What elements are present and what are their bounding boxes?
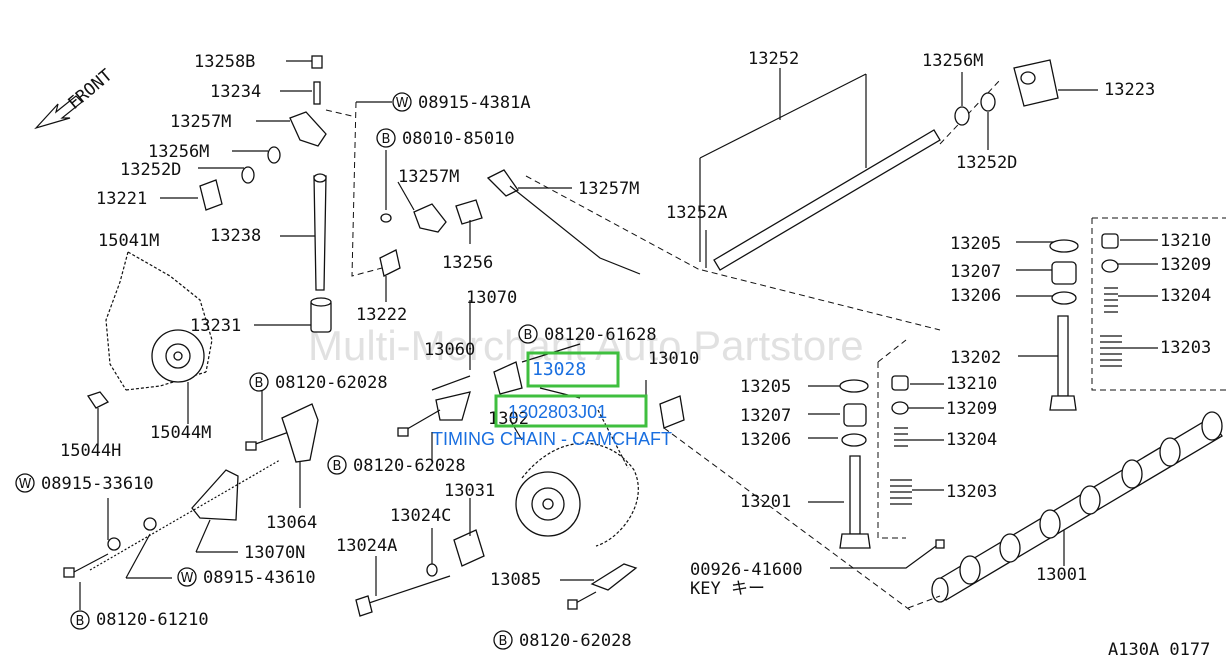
label-13064: 13064: [266, 513, 317, 533]
label-13252: 13252: [748, 49, 799, 69]
svg-text:B: B: [382, 132, 391, 147]
valve-group-upper: [1016, 217, 1226, 411]
highlight-full-number[interactable]: 1302803J01: [508, 402, 607, 422]
label-b08120-62028-a: 08120-62028: [275, 373, 388, 393]
label-13223: 13223: [1104, 80, 1155, 100]
label-13206-l: 13206: [740, 430, 791, 450]
crank-sprocket-chain: [86, 251, 213, 446]
label-13205-l: 13205: [740, 377, 791, 397]
label-13001: 13001: [1036, 565, 1087, 585]
label-13203-l: 13203: [946, 482, 997, 502]
key-part-number: 00926-41600: [690, 560, 803, 580]
svg-text:W: W: [396, 96, 409, 111]
b-mark-4: [493, 630, 513, 650]
label-13024: 1302: [488, 409, 529, 429]
label-13202: 13202: [950, 348, 1001, 368]
label-13209-l: 13209: [946, 399, 997, 419]
watermark: Multi-Merchant Auto Partstore: [308, 322, 864, 369]
label-13205-r: 13205: [950, 234, 1001, 254]
label-w08915-33610: 08915-33610: [41, 474, 154, 494]
label-15044M: 15044M: [150, 423, 211, 443]
timing-chain-group: [355, 300, 911, 617]
label-13204-l: 13204: [946, 430, 997, 450]
b-mark-2: [518, 324, 538, 344]
label-13204-r: 13204: [1160, 286, 1211, 306]
label-13238: 13238: [210, 226, 261, 246]
label-13024C: 13024C: [390, 506, 451, 526]
rocker-shaft: [699, 68, 1001, 331]
svg-text:B: B: [255, 376, 264, 391]
label-b08120-61628: 08120-61628: [544, 325, 657, 345]
svg-text:B: B: [333, 459, 342, 474]
label-13252D-a: 13252D: [120, 160, 181, 180]
label-b08120-61210: 08120-61210: [96, 610, 209, 630]
label-13070N: 13070N: [244, 543, 305, 563]
label-13256: 13256: [442, 253, 493, 273]
front-label: FRONT: [64, 66, 116, 114]
label-13257M-b: 13257M: [398, 167, 459, 187]
label-13256M-a: 13256M: [148, 142, 209, 162]
svg-text:B: B: [76, 614, 85, 629]
label-13252A: 13252A: [666, 203, 727, 223]
label-w08915-4381A: 08915-4381A: [418, 93, 531, 113]
w-mark-2: [15, 473, 35, 493]
w-mark-3: [177, 567, 197, 587]
label-13203-r: 13203: [1160, 338, 1211, 358]
highlight-box-part[interactable]: [526, 351, 620, 388]
label-13207-r: 13207: [950, 262, 1001, 282]
camshaft: [830, 411, 1223, 609]
label-b08010-85010: 08010-85010: [402, 129, 515, 149]
label-13201: 13201: [740, 492, 791, 512]
front-arrow-icon: [34, 95, 83, 130]
b-mark-1: [376, 128, 396, 148]
label-13210-r: 13210: [1160, 231, 1211, 251]
valve-group-lower: [808, 339, 944, 549]
highlight-caption: TIMING CHAIN - CAMCHAFT: [432, 429, 672, 449]
label-13234: 13234: [210, 82, 261, 102]
label-13256M-b: 13256M: [922, 51, 983, 71]
rocker-group-left: [160, 55, 332, 333]
label-15044H: 15044H: [60, 441, 121, 461]
label-13207-l: 13207: [740, 406, 791, 426]
label-13252D-b: 13252D: [956, 153, 1017, 173]
label-13070: 13070: [466, 288, 517, 308]
rocker-group-center: [325, 101, 701, 302]
bracket-group: [63, 390, 319, 610]
label-13206-r: 13206: [950, 286, 1001, 306]
label-13031: 13031: [444, 481, 495, 501]
b-mark-3: [327, 455, 347, 475]
label-13257M-a: 13257M: [170, 112, 231, 132]
label-13221: 13221: [96, 189, 147, 209]
label-13258B: 13258B: [194, 52, 255, 72]
w-mark-1: [392, 92, 412, 112]
label-13209-r: 13209: [1160, 255, 1211, 275]
label-b08120-62028-b: 08120-62028: [353, 456, 466, 476]
b-mark-6: [70, 610, 90, 630]
label-13024A: 13024A: [336, 536, 397, 556]
svg-text:B: B: [499, 634, 508, 649]
label-13085: 13085: [490, 570, 541, 590]
label-b08120-62028-c: 08120-62028: [519, 631, 632, 651]
key-label: KEY キー: [690, 579, 765, 599]
label-13210-l: 13210: [946, 374, 997, 394]
svg-text:B: B: [524, 328, 533, 343]
label-w08915-43610: 08915-43610: [203, 568, 316, 588]
highlight-box-number[interactable]: [494, 394, 648, 428]
label-13231: 13231: [190, 316, 241, 336]
label-13010: 13010: [648, 349, 699, 369]
label-13222: 13222: [356, 305, 407, 325]
label-13060: 13060: [424, 340, 475, 360]
figure-code: A130A 0177: [1108, 640, 1210, 660]
svg-text:W: W: [19, 477, 32, 492]
svg-text:W: W: [181, 571, 194, 586]
b-mark-5: [249, 372, 269, 392]
rocker-end-right: [954, 59, 1098, 150]
label-13257M-c: 13257M: [578, 179, 639, 199]
highlight-part-number[interactable]: 13028: [532, 359, 586, 380]
label-15041M: 15041M: [98, 231, 159, 251]
